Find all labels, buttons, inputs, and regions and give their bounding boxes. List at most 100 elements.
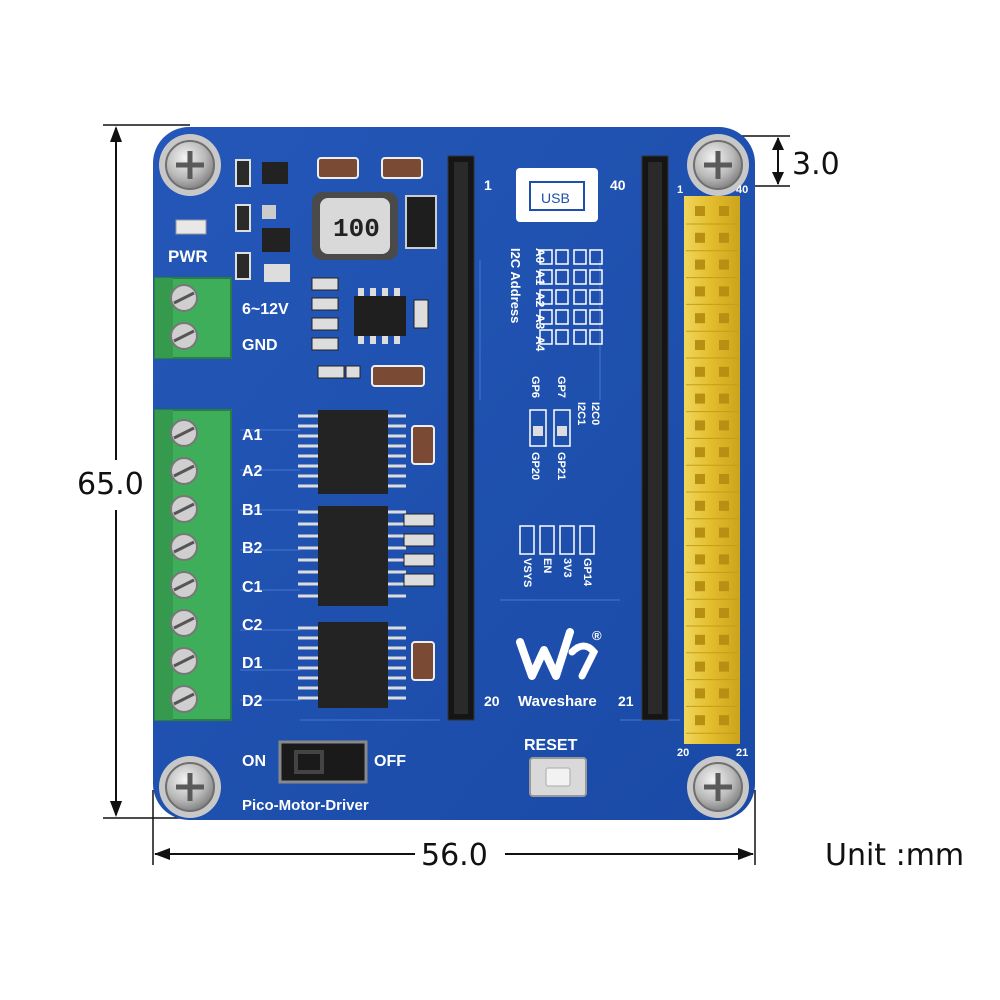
header-pin [695, 608, 705, 618]
address-jumpers [539, 249, 603, 345]
header-pin [695, 474, 705, 484]
header-pin [719, 581, 729, 592]
pcb-traces [240, 260, 680, 721]
inductor [312, 192, 398, 260]
smd-components-top-left [235, 157, 437, 282]
header-pin [719, 313, 729, 324]
yellow-bottom-right-label: 21 [736, 747, 748, 759]
power-switch[interactable] [278, 740, 368, 784]
screw-top-right [687, 134, 749, 196]
screw-bottom-right [687, 756, 749, 818]
en-label: EN [541, 558, 553, 573]
height-dimension [103, 124, 190, 819]
vsys-label: VSYS [521, 558, 533, 587]
header-pin [719, 474, 729, 484]
pico-header-left [447, 155, 475, 721]
switch-off-label: OFF [374, 753, 406, 770]
header-pin [695, 232, 705, 243]
terminal-label-b2: B2 [242, 540, 263, 557]
yellow-top-right-label: 40 [736, 184, 748, 196]
header-pin [695, 715, 705, 726]
driver-ic-1 [298, 410, 406, 494]
terminal-label-c1: C1 [242, 579, 263, 596]
header-pin [719, 500, 729, 511]
screw-bottom-left [159, 756, 221, 818]
header-pin [695, 554, 705, 565]
brand-label: Waveshare [518, 693, 597, 710]
header-pin [719, 206, 729, 216]
header-pin [695, 500, 705, 511]
pwr-label: PWR [168, 247, 208, 266]
terminal-label-b1: B1 [242, 502, 263, 519]
header-pin-rows [686, 206, 738, 734]
gp6-label: GP6 [529, 376, 541, 398]
header-pin [719, 232, 729, 243]
header-pin [719, 608, 729, 618]
driver-capacitors [403, 425, 435, 681]
terminal-label-a1: A1 [242, 427, 263, 444]
screw-top-left [159, 134, 221, 196]
gp21-label: GP21 [555, 452, 567, 480]
inductor-label: 100 [333, 214, 380, 244]
header-pin [695, 393, 705, 404]
header-right-top-label: 40 [610, 177, 626, 193]
unit-label: Unit :mm [825, 838, 964, 873]
header-pin [719, 393, 729, 404]
i2c0-label: I2C0 [589, 402, 601, 425]
header-pin [719, 286, 729, 297]
header-pin [719, 420, 729, 431]
header-pin [695, 527, 705, 538]
i2c-address-label: I2C Address [508, 248, 523, 323]
terminal-label-a2: A2 [242, 463, 263, 480]
reset-button[interactable] [529, 757, 587, 797]
registered-mark: ® [592, 628, 602, 643]
power-terminal-block [154, 277, 232, 359]
header-pin [719, 634, 729, 645]
usb-label: USB [541, 190, 570, 206]
pwr-led [175, 219, 207, 235]
header-pin [695, 688, 705, 699]
driver-ic-3 [298, 622, 406, 708]
reset-label: RESET [524, 737, 578, 754]
board-name-label: Pico-Motor-Driver [242, 797, 369, 814]
height-label: 65.0 [77, 467, 144, 502]
yellow-top-left-label: 1 [677, 184, 683, 196]
header-pin [719, 554, 729, 565]
header-left-bottom-label: 20 [484, 693, 500, 709]
terminal-label-d1: D1 [242, 655, 263, 672]
gp14-label: GP14 [581, 558, 593, 587]
hole-offset-label: 3.0 [792, 147, 840, 182]
header-pin [695, 259, 705, 270]
header-pin [695, 286, 705, 297]
terminal-label-c2: C2 [242, 617, 263, 634]
power-jumpers [519, 525, 595, 555]
header-pin [719, 447, 729, 458]
header-pin [695, 340, 705, 350]
header-left-top-label: 1 [484, 177, 492, 193]
width-label: 56.0 [421, 838, 488, 873]
waveshare-logo [516, 628, 599, 680]
regulator-area [311, 277, 429, 387]
header-right-bottom-label: 21 [618, 693, 634, 709]
i2c1-label: I2C1 [575, 402, 587, 425]
gp7-label: GP7 [555, 376, 567, 398]
motor-terminal-block [154, 409, 232, 721]
header-pin [695, 366, 705, 377]
header-pin [719, 259, 729, 270]
switch-on-label: ON [242, 753, 266, 770]
header-pin [695, 420, 705, 431]
header-pin [719, 688, 729, 699]
header-pin [719, 527, 729, 538]
header-pin [719, 661, 729, 672]
header-pin [695, 206, 705, 216]
pico-header-right [641, 155, 669, 721]
width-dimension [152, 790, 756, 865]
3v3-label: 3V3 [561, 558, 573, 578]
usb-marker [516, 168, 598, 222]
gp20-label: GP20 [529, 452, 541, 480]
header-pin [719, 715, 729, 726]
header-pin [695, 634, 705, 645]
header-pin [719, 340, 729, 350]
header-pin [695, 581, 705, 592]
